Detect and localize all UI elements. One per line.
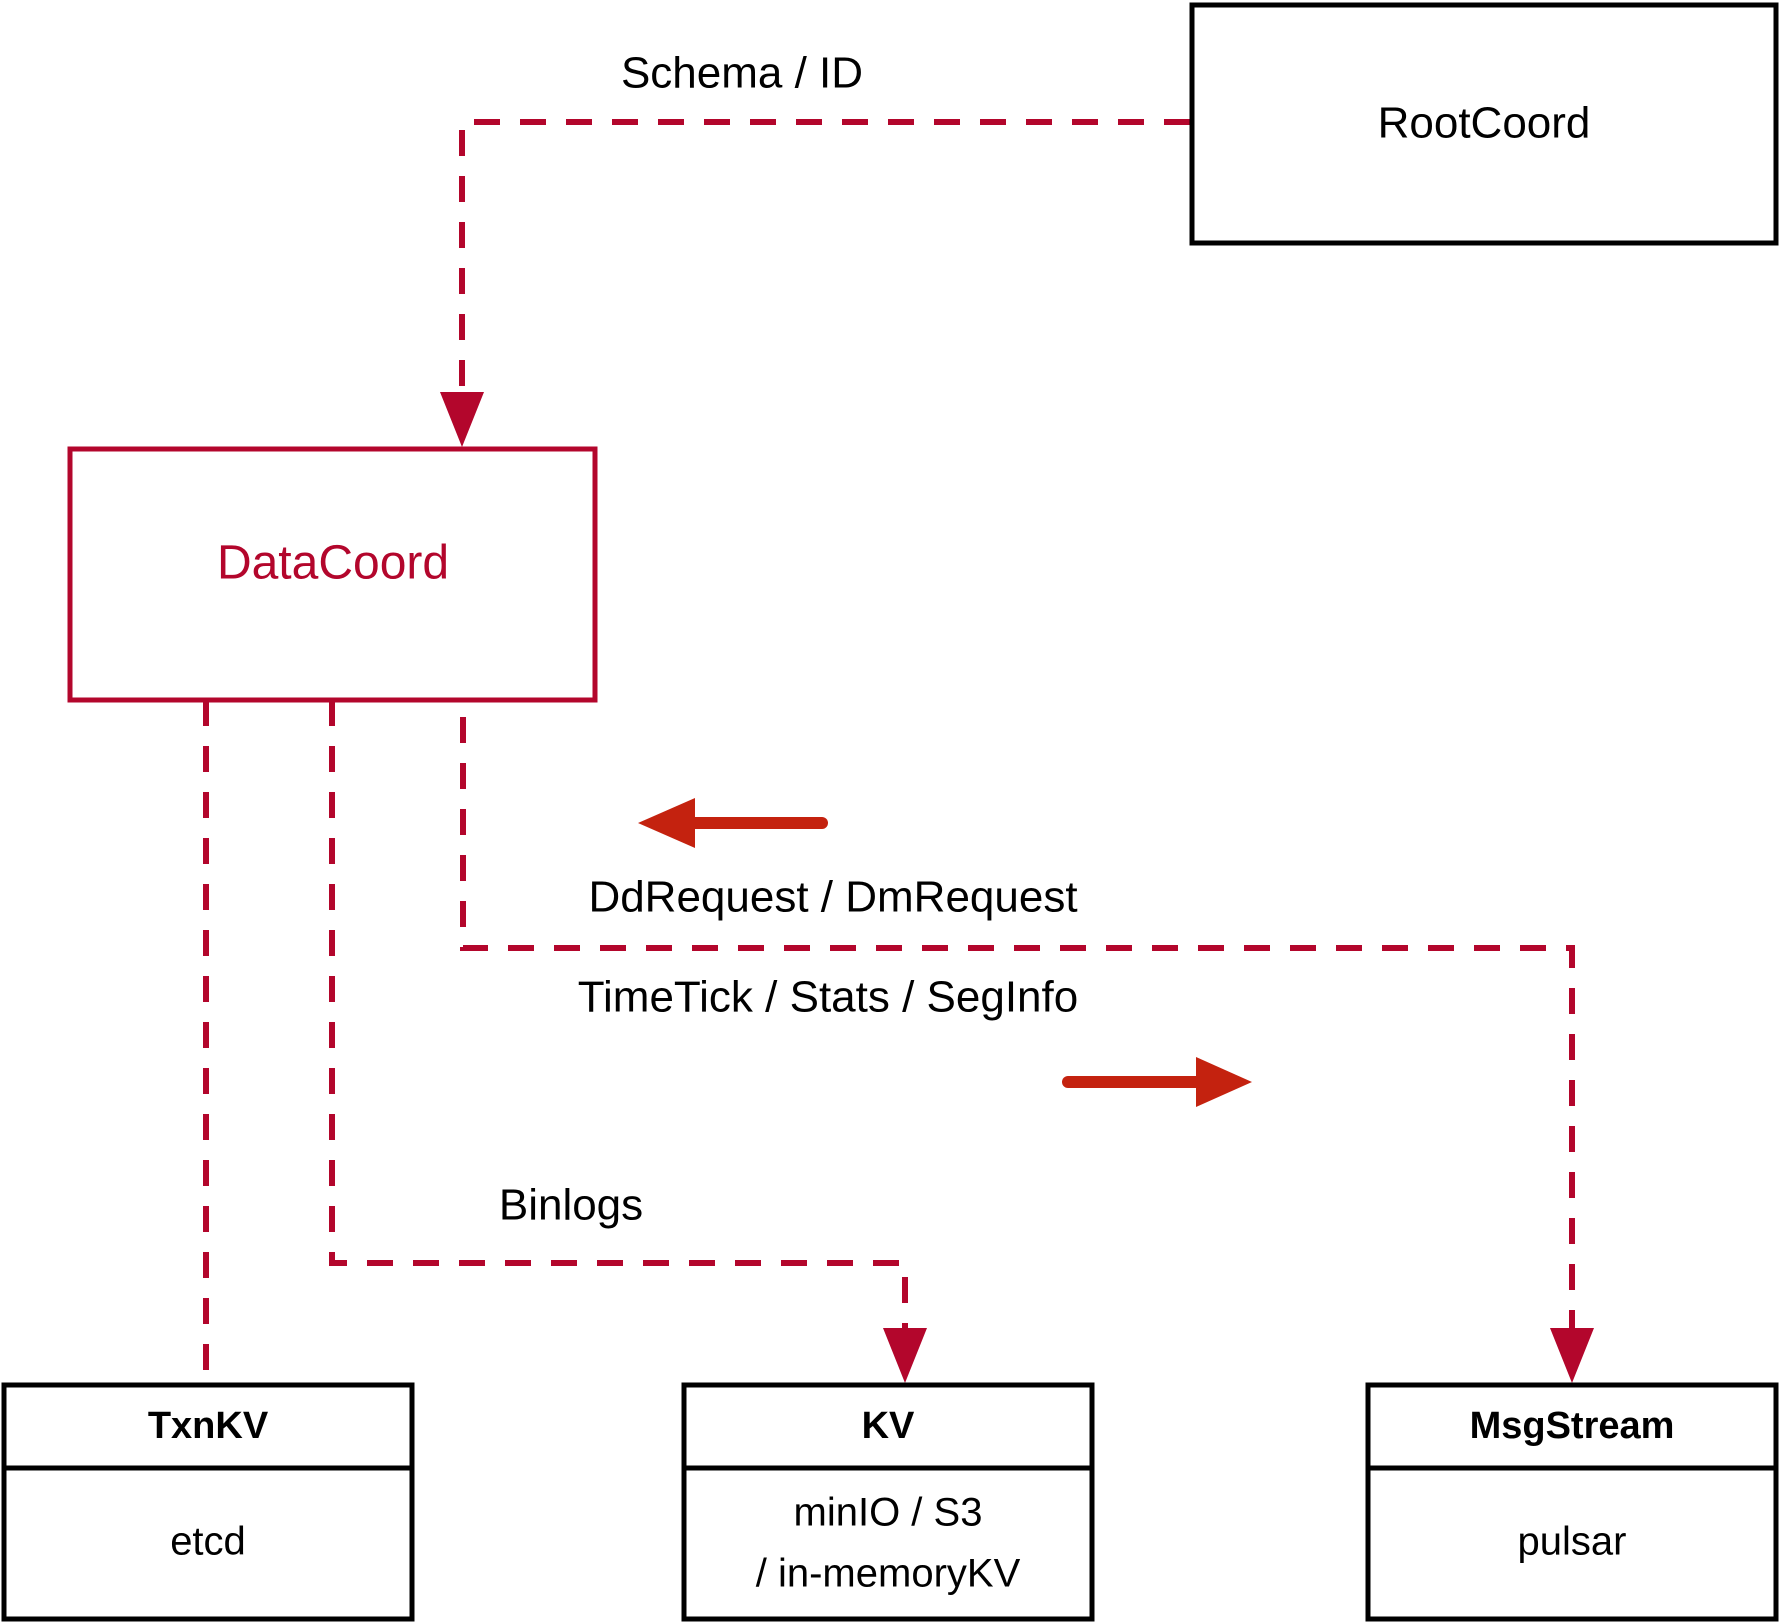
- node-rootcoord[interactable]: RootCoord: [1189, 2, 1779, 246]
- node-datacoord-label: DataCoord: [217, 537, 449, 590]
- arrow-down-icon-schema: [440, 392, 484, 447]
- node-kv[interactable]: KV minIO / S3 / in-memoryKV: [681, 1382, 1095, 1622]
- node-kv-subtitle-line2: / in-memoryKV: [756, 1552, 1021, 1596]
- arrow-down-icon-kv: [883, 1328, 927, 1383]
- arrow-right-icon: [1062, 1057, 1252, 1107]
- node-msgstream[interactable]: MsgStream pulsar: [1365, 1382, 1779, 1622]
- node-rootcoord-box: [1189, 2, 1779, 246]
- edge-label-timetick-stats-seginfo: TimeTick / Stats / SegInfo: [578, 973, 1078, 1022]
- arrow-right-head: [1196, 1057, 1252, 1107]
- node-txnkv[interactable]: TxnKV etcd: [1, 1382, 415, 1622]
- edge-label-binlogs: Binlogs: [499, 1181, 643, 1230]
- node-msgstream-title: MsgStream: [1470, 1405, 1675, 1447]
- node-rootcoord-label: RootCoord: [1378, 99, 1591, 148]
- node-txnkv-title: TxnKV: [148, 1405, 269, 1447]
- node-msgstream-subtitle: pulsar: [1518, 1520, 1627, 1564]
- edge-label-schema-id: Schema / ID: [621, 49, 863, 98]
- node-datacoord[interactable]: DataCoord: [67, 446, 598, 703]
- node-kv-title: KV: [862, 1405, 915, 1447]
- node-kv-subtitle-line1: minIO / S3: [794, 1491, 983, 1535]
- arrow-left-icon: [638, 798, 828, 848]
- edge-schema-id: [440, 119, 1190, 447]
- edge-label-dd-dm-request: DdRequest / DmRequest: [588, 873, 1077, 922]
- edge-binlogs: [329, 700, 927, 1383]
- edge-timetick-path: [460, 680, 1575, 1336]
- arrow-down-icon-msgstream: [1550, 1328, 1594, 1383]
- arrow-left-head: [638, 798, 695, 848]
- node-txnkv-box: [1, 1382, 415, 1622]
- node-msgstream-box: [1365, 1382, 1779, 1622]
- node-txnkv-subtitle: etcd: [170, 1520, 246, 1564]
- node-kv-box: [681, 1382, 1095, 1622]
- edge-binlogs-path: [329, 700, 908, 1336]
- edge-schema-id-path: [459, 119, 1190, 400]
- node-datacoord-box: [67, 446, 598, 703]
